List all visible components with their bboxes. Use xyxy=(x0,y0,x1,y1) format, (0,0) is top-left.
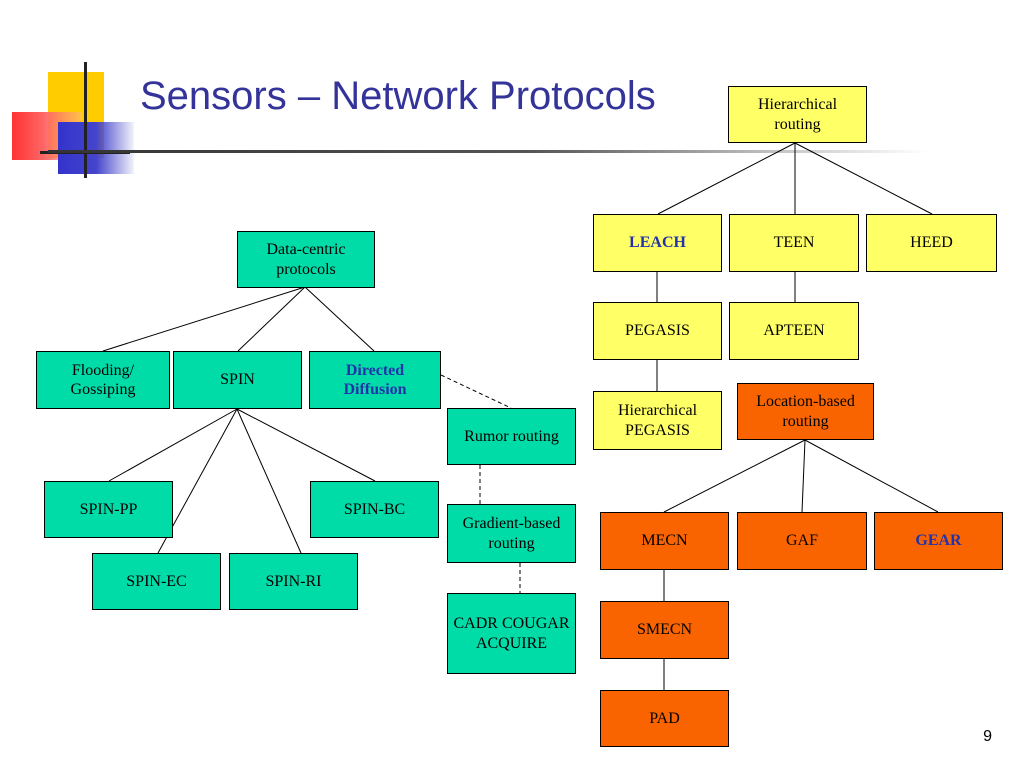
link-spin-spinbc xyxy=(236,408,376,482)
logo-vertical-line xyxy=(84,62,87,178)
link-datacentric-spin xyxy=(237,286,306,352)
link-location-gear xyxy=(804,439,939,513)
link-spin-spinri xyxy=(236,408,302,554)
node-directed-diffusion: Directed Diffusion xyxy=(309,351,441,409)
node-spin-pp: SPIN-PP xyxy=(44,481,173,538)
node-hierarchical-pegasis: Hierarchical PEGASIS xyxy=(593,391,722,450)
node-spin-ri: SPIN-RI xyxy=(229,553,358,610)
link-spin-spinpp xyxy=(108,408,238,482)
node-data-centric: Data-centric protocols xyxy=(237,231,375,288)
node-leach: LEACH xyxy=(593,214,722,272)
slide-title: Sensors – Network Protocols xyxy=(140,74,656,118)
node-hierarchical-routing: Hierarchical routing xyxy=(728,86,867,143)
link-location-mecn xyxy=(663,439,806,513)
node-apteen: APTEEN xyxy=(729,302,859,360)
link-directed-rumor xyxy=(440,374,512,409)
title-underline xyxy=(48,150,928,153)
link-location-gaf xyxy=(801,439,806,513)
node-gear: GEAR xyxy=(874,512,1003,570)
node-location-based-routing: Location-based routing xyxy=(737,383,874,440)
node-rumor-routing: Rumor routing xyxy=(447,408,576,465)
node-spin: SPIN xyxy=(173,351,302,409)
page-number: 9 xyxy=(983,728,992,745)
link-datacentric-flooding xyxy=(102,286,306,352)
logo-blue-bar xyxy=(58,122,134,174)
node-mecn: MECN xyxy=(600,512,729,570)
node-spin-ec: SPIN-EC xyxy=(92,553,221,610)
node-gaf: GAF xyxy=(737,512,867,570)
node-gradient-routing: Gradient-based routing xyxy=(447,504,576,563)
link-datacentric-directed xyxy=(304,286,375,352)
node-spin-bc: SPIN-BC xyxy=(310,481,439,538)
node-pegasis: PEGASIS xyxy=(593,302,722,360)
node-pad: PAD xyxy=(600,690,729,747)
node-cadr-cougar-acquire: CADR COUGAR ACQUIRE xyxy=(447,593,576,674)
node-flooding-gossiping: Flooding/ Gossiping xyxy=(36,351,170,409)
link-hier-heed xyxy=(794,142,933,215)
link-hier-leach xyxy=(657,142,796,215)
node-smecn: SMECN xyxy=(600,601,729,659)
node-teen: TEEN xyxy=(729,214,859,272)
node-heed: HEED xyxy=(866,214,997,272)
